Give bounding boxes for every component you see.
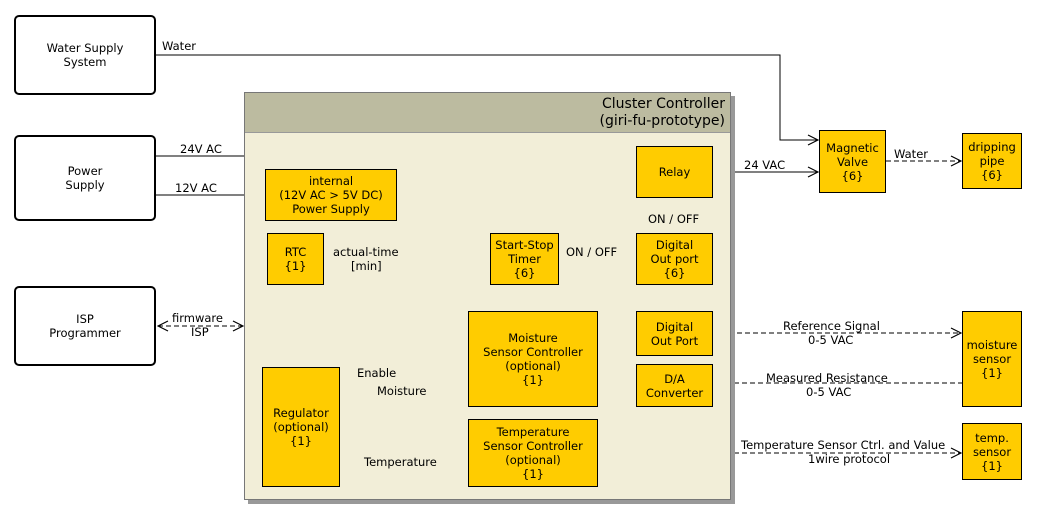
- moisture-label: Moisture: [377, 384, 427, 398]
- digital-out-6-line-2: Out port: [650, 252, 699, 266]
- rtc-line-1: RTC: [284, 245, 307, 259]
- moisture-ctrl-line-1: Moisture: [508, 331, 558, 345]
- temp-ctrl-line-1: Temperature: [496, 425, 570, 439]
- moisture-ctrl-line-4: {1}: [522, 373, 544, 387]
- dripping-pipe: dripping pipe {6}: [962, 133, 1022, 189]
- water-line: [156, 54, 818, 140]
- digital-out-6-line-1: Digital: [655, 238, 694, 252]
- magnetic-valve: Magnetic Valve {6}: [819, 130, 886, 193]
- regulator: Regulator (optional) {1}: [262, 367, 340, 487]
- internal-power-line-3: Power Supply: [292, 202, 370, 216]
- relay-label: Relay: [658, 165, 691, 179]
- on-off-vertical-label: ON / OFF: [648, 212, 700, 226]
- measured-res-label: Measured Resistance: [766, 371, 888, 385]
- isp-programmer: ISP Programmer: [14, 286, 156, 366]
- water-supply-line-1: Water Supply: [46, 41, 124, 55]
- dripping-pipe-line-1: dripping: [968, 140, 1016, 154]
- rtc-line-2: {1}: [284, 259, 307, 273]
- moisture-sensor-controller: Moisture Sensor Controller (optional) {1…: [468, 311, 598, 407]
- enable-label: Enable: [357, 366, 397, 380]
- internal-power-line-1: internal: [308, 174, 354, 188]
- water-drip-label: Water: [894, 147, 928, 161]
- da-converter-line-2: Converter: [645, 385, 704, 400]
- temp-sensor-line-2: sensor: [972, 444, 1012, 459]
- vac24-label: 24 VAC: [744, 158, 786, 172]
- digital-out-port-6: Digital Out port {6}: [636, 233, 713, 285]
- isp-label: ISP: [191, 325, 209, 339]
- onewire-label: 1wire protocol: [808, 452, 891, 466]
- rtc: RTC {1}: [267, 233, 324, 285]
- moisture-ctrl-line-2: Sensor Controller: [483, 345, 583, 359]
- temp-sensor-line-3: {1}: [981, 458, 1003, 473]
- relay: Relay: [636, 146, 713, 198]
- power-supply-line-1: Power: [67, 164, 103, 178]
- timer-line-2: Timer: [508, 252, 541, 266]
- water-supply-line-2: System: [63, 55, 107, 69]
- valve-line-2: Valve: [836, 154, 869, 169]
- on-off-horizontal-label: ON / OFF: [566, 245, 618, 259]
- regulator-line-1: Regulator: [273, 406, 329, 420]
- min-label: [min]: [351, 259, 382, 273]
- temperature-sensor-controller: Temperature Sensor Controller (optional)…: [468, 419, 598, 487]
- start-stop-timer: Start-Stop Timer {6}: [490, 233, 559, 285]
- ac12-label: 12V AC: [175, 181, 217, 195]
- regulator-line-2: (optional): [273, 420, 329, 434]
- water-supply-system: Water Supply System: [14, 15, 156, 95]
- dripping-pipe-line-2: pipe: [979, 154, 1005, 168]
- ref-signal-label: Reference Signal: [783, 319, 880, 333]
- moisture-sensor-line-2: sensor: [972, 352, 1012, 366]
- cluster-controller-header: Cluster Controller (giri-fu-prototype): [245, 93, 730, 133]
- water-label: Water: [162, 39, 196, 53]
- temp-ctrl-value-label: Temperature Sensor Ctrl. and Value: [741, 438, 946, 452]
- ac24-label: 24V AC: [180, 142, 222, 156]
- temp-sensor-line-1: temp.: [975, 430, 1009, 445]
- isp-programmer-line-2: Programmer: [49, 326, 121, 340]
- actual-time-label: actual-time: [333, 245, 399, 259]
- digital-out-port-line-1: Digital: [655, 319, 694, 334]
- temperature-label: Temperature: [364, 455, 437, 469]
- timer-line-3: {6}: [513, 266, 536, 280]
- isp-programmer-line-1: ISP: [76, 312, 94, 326]
- measured-range-label: 0-5 VAC: [806, 385, 852, 399]
- dripping-pipe-line-3: {6}: [981, 168, 1003, 182]
- cluster-subtitle: (giri-fu-prototype): [599, 113, 725, 129]
- internal-power-supply: internal (12V AC > 5V DC) Power Supply: [265, 169, 397, 221]
- temp-ctrl-line-2: Sensor Controller: [483, 439, 583, 453]
- temp-sensor: temp. sensor {1}: [962, 423, 1022, 480]
- regulator-line-3: {1}: [290, 434, 312, 448]
- moisture-sensor-line-3: {1}: [981, 366, 1003, 380]
- moisture-ctrl-line-3: (optional): [505, 359, 561, 373]
- timer-line-1: Start-Stop: [495, 238, 554, 252]
- internal-power-line-2: (12V AC > 5V DC): [279, 188, 383, 202]
- da-converter: D/A Converter: [636, 364, 713, 407]
- power-supply: Power Supply: [14, 135, 156, 221]
- ref-range-label: 0-5 VAC: [808, 333, 854, 347]
- valve-line-1: Magnetic: [826, 140, 879, 155]
- valve-line-3: {6}: [841, 168, 864, 183]
- cluster-title: Cluster Controller: [601, 96, 725, 112]
- digital-out-port-line-2: Out Port: [650, 333, 699, 348]
- temp-ctrl-line-3: (optional): [505, 453, 561, 467]
- digital-out-port: Digital Out Port: [636, 311, 713, 356]
- digital-out-6-line-3: {6}: [663, 266, 686, 280]
- firmware-label: firmware: [172, 311, 223, 325]
- moisture-sensor: moisture sensor {1}: [962, 311, 1022, 407]
- da-converter-line-1: D/A: [664, 371, 685, 386]
- moisture-sensor-line-1: moisture: [966, 338, 1018, 352]
- temp-ctrl-line-4: {1}: [522, 467, 544, 481]
- power-supply-line-2: Supply: [65, 178, 105, 192]
